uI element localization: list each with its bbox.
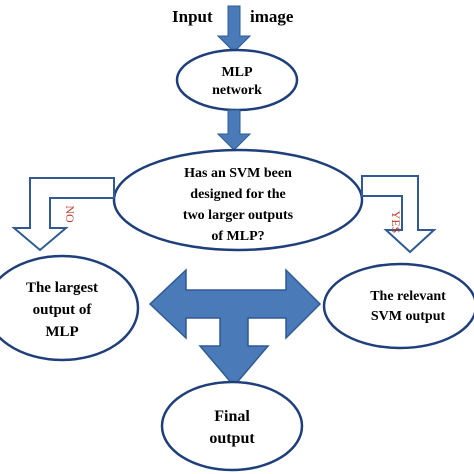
decision-line2: designed for the	[190, 187, 285, 202]
largest-line3: MLP	[45, 324, 78, 340]
relevant-line1: The relevant	[370, 289, 446, 304]
decision-line3: two larger outputs	[183, 208, 294, 223]
no-branch-label: NO	[63, 205, 77, 223]
relevant-svm-output-node	[322, 262, 474, 350]
input-label-word2: image	[250, 7, 294, 26]
yes-branch-arrow	[361, 175, 437, 254]
final-line2: output	[209, 430, 255, 447]
arrow-mlp-to-decision	[216, 109, 252, 151]
mlp-network-node	[175, 48, 299, 112]
mlp-node-line2: network	[212, 83, 262, 98]
decision-line4: of MLP?	[211, 229, 264, 244]
decision-node	[112, 148, 364, 252]
final-line1: Final	[214, 408, 250, 425]
relevant-line2: SVM output	[371, 309, 446, 324]
mlp-node-line1: MLP	[221, 65, 253, 80]
largest-line1: The largest	[26, 280, 98, 296]
merge-arrow	[148, 268, 322, 388]
arrow-input-to-mlp	[216, 5, 252, 53]
final-output-node	[160, 380, 304, 472]
input-label-word1: Input	[172, 7, 213, 26]
largest-output-node	[0, 254, 140, 362]
largest-line2: output of	[33, 302, 93, 318]
no-branch-arrow	[11, 177, 115, 252]
decision-line1: Has an SVM been	[184, 166, 292, 181]
yes-branch-label: YES	[389, 211, 403, 234]
